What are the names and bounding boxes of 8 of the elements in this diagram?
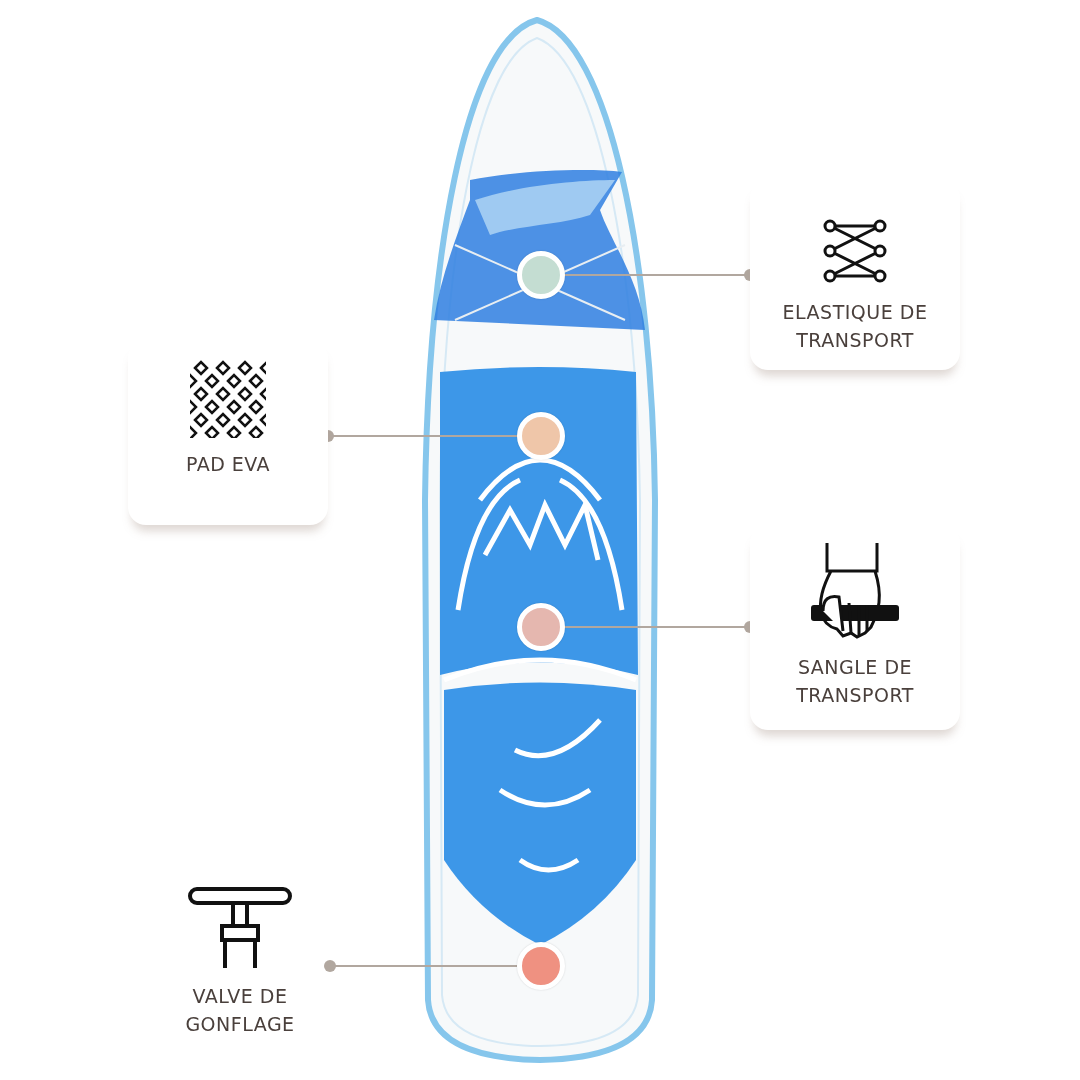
feature-label: ELASTIQUE DE TRANSPORT — [781, 300, 929, 353]
feature-card — [128, 340, 328, 525]
feature-card — [750, 180, 960, 370]
feature-label: PAD EVA — [184, 452, 272, 477]
feature-card — [750, 525, 960, 730]
feature-label: SANGLE DE TRANSPORT — [795, 655, 915, 708]
leader-line — [324, 960, 518, 972]
feature-label: VALVE DE GONFLAGE — [184, 984, 296, 1037]
